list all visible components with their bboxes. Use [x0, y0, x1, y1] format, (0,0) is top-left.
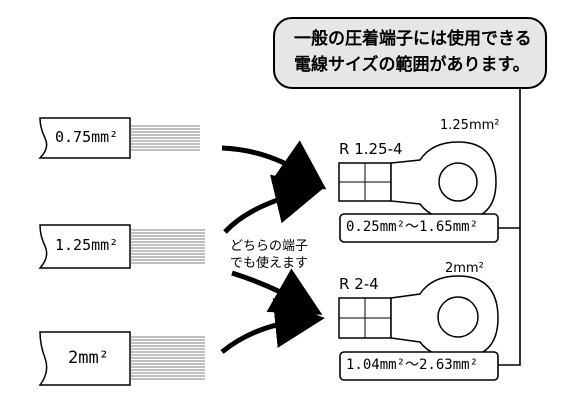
callout-leader [498, 88, 521, 366]
wire-label-0-75: 0.75mm² [55, 128, 119, 146]
arrow-1-25-to-r125 [223, 174, 325, 234]
terminal-r2-size: 2mm² [445, 261, 484, 276]
terminal-hole [437, 296, 479, 338]
middle-note-line-2: でも使えます [230, 256, 309, 271]
arrow-1-25-to-r2 [231, 268, 323, 315]
terminal-r2-model: R 2-4 [339, 275, 379, 293]
wire-jacket [38, 117, 131, 159]
wire-label-1-25: 1.25mm² [55, 236, 119, 254]
wire-jacket [38, 224, 131, 269]
terminal-r2-range: 1.04mm²〜2.63mm² [346, 357, 479, 373]
terminal-hole [438, 162, 478, 202]
arrow-0-75-to-r125 [221, 140, 327, 190]
middle-note-line-1: どちらの端子 [230, 239, 309, 254]
terminal-r2 [338, 275, 499, 359]
range-box-r125 [339, 213, 499, 243]
arrow-2-to-r2 [220, 298, 325, 354]
wire-strands [130, 336, 205, 380]
terminal-r125-size: 1.25mm² [440, 118, 500, 133]
wire-strands [130, 125, 200, 151]
wire-2 [38, 331, 205, 386]
callout-line-2: 電線サイズの範囲があります。 [294, 55, 530, 75]
wire-label-2: 2mm² [68, 348, 109, 368]
wire-1-25 [38, 224, 205, 269]
terminal-r125-model: R 1.25-4 [339, 140, 403, 158]
wire-jacket [38, 331, 131, 386]
wire-strands [130, 229, 205, 264]
range-box-r2 [339, 351, 499, 381]
callout-bubble [273, 17, 547, 89]
callout-line-1: 一般の圧着端子には使用できる [294, 29, 532, 49]
terminal-r125-range: 0.25mm²〜1.65mm² [346, 219, 479, 235]
terminal-r125 [338, 141, 497, 221]
wire-0-75 [38, 117, 200, 159]
